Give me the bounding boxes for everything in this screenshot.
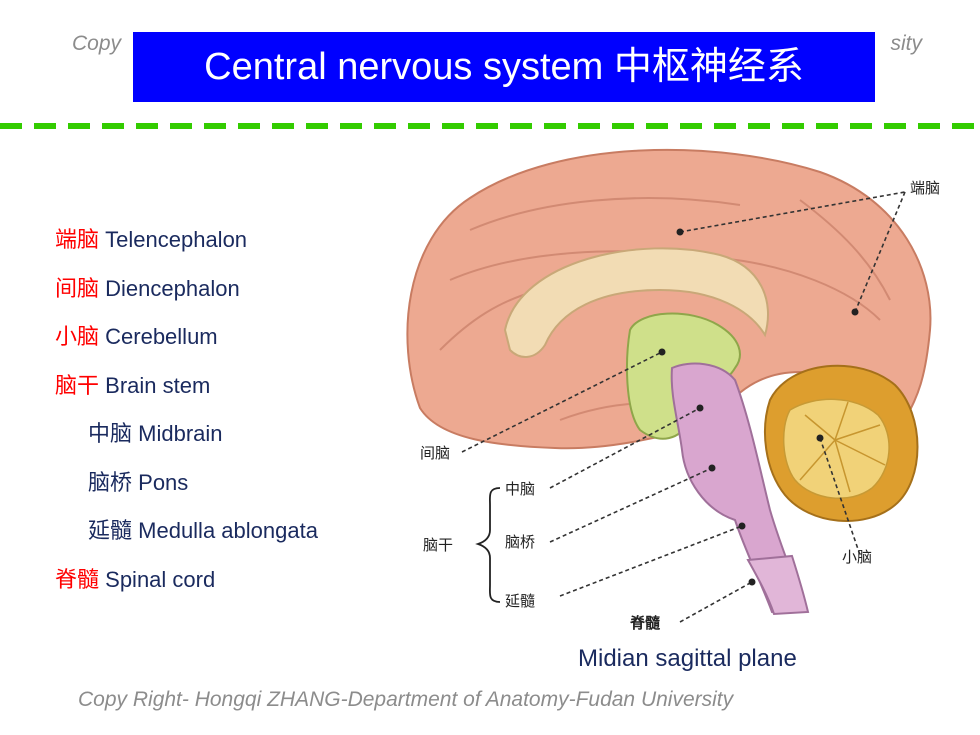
legend-subitem: 中脑 Midbrain [55,416,318,465]
label-diencephalon: 间脑 [420,444,450,462]
diagram-caption: Midian sagittal plane [578,645,797,672]
label-medulla: 延髓 [505,592,535,610]
legend-subitem: 脑桥 Pons [55,465,318,514]
legend-en: Spinal cord [105,566,216,592]
leader-lines [461,191,906,623]
legend-zh: 中脑 [88,421,133,446]
legend-zh: 脑干 [55,372,100,398]
legend-zh: 脊髓 [55,566,100,592]
legend-item: 脊髓 Spinal cord [55,562,318,611]
legend-zh: 延髓 [88,518,133,543]
watermark-right: sity [890,32,923,55]
legend-item: 脑干 Brain stem [55,368,318,417]
cerebellum-shape [764,364,919,522]
legend-item: 端脑 Telencephalon [55,222,318,271]
watermark-left: Copy [72,32,122,55]
legend-en: Cerebellum [105,324,218,349]
legend-en: Diencephalon [105,275,240,301]
label-spinal-cord: 脊髓 [629,614,661,632]
corpus-callosum [503,247,769,358]
legend-zh: 端脑 [55,227,100,252]
label-pons: 脑桥 [505,533,535,551]
label-brainstem: 脑干 [423,536,453,554]
divider-line [0,123,980,129]
legend-item: 间脑 Diencephalon [55,271,318,320]
legend-en: Brain stem [105,372,211,398]
legend-en: Midbrain [138,421,223,446]
legend-zh: 小脑 [55,324,100,349]
legend-zh: 间脑 [55,275,100,301]
legend-en: Pons [138,469,189,495]
legend-zh: 脑桥 [88,469,133,495]
label-cerebellum: 小脑 [842,548,872,566]
leader-dots [658,228,859,586]
cerebrum-shape [406,148,932,450]
legend-en: Medulla ablongata [138,518,318,543]
legend-item: 小脑 Cerebellum [55,319,318,368]
legend-subitem: 延髓 Medulla ablongata [55,513,318,562]
page-title: Central nervous system 中枢神经系 [133,32,875,102]
legend-en: Telencephalon [105,227,248,252]
brainstem-brace [475,487,501,603]
footer-copyright: Copy Right- Hongqi ZHANG-Department of A… [78,688,734,711]
spinal-cord-shape [746,554,810,616]
watermark-top: Copy sity [72,32,922,56]
label-telencephalon: 端脑 [910,179,940,197]
legend-list: 端脑 Telencephalon 间脑 Diencephalon 小脑 Cere… [55,222,318,610]
label-midbrain: 中脑 [505,480,535,498]
